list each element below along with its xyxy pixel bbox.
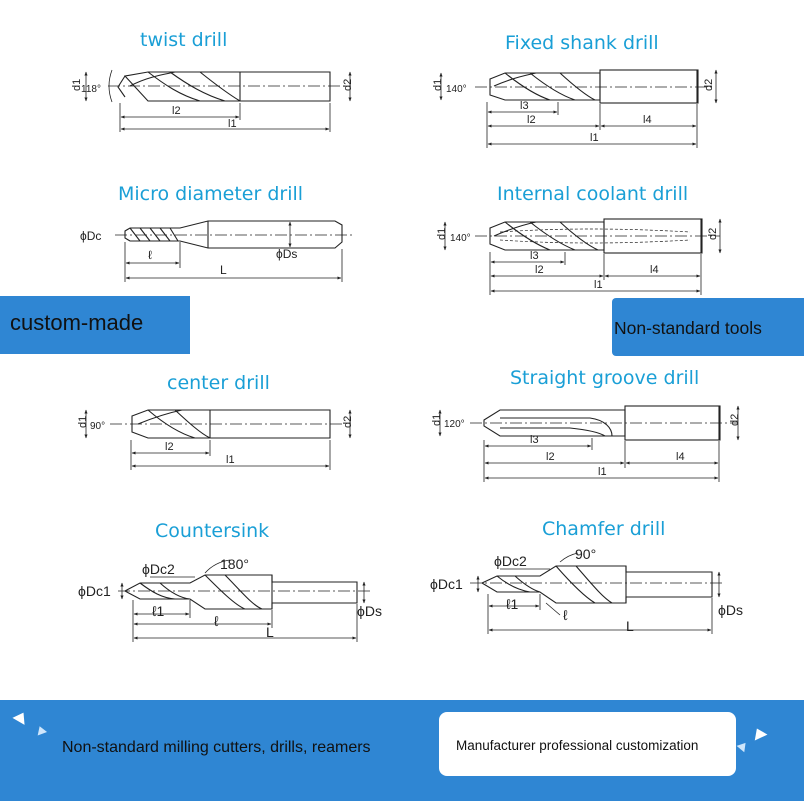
countersink-l-label: ℓ [214, 613, 219, 629]
countersink-dc2-label: ϕDc2 [142, 561, 175, 577]
center-l2-label: l2 [165, 441, 174, 453]
groove-l4-label: l4 [676, 451, 685, 463]
groove-angle-label: 120° [444, 419, 465, 430]
chamfer-dc1-label: ϕDc1 [430, 576, 463, 592]
groove-l2-label: l2 [546, 451, 555, 463]
fixed-d2-label: d2 [703, 79, 715, 91]
chamfer-drill-diagram [470, 552, 725, 634]
groove-l1-label: l1 [598, 466, 607, 478]
fixed-l2-label: l2 [527, 114, 536, 126]
chamfer-angle-label: 90° [575, 546, 596, 562]
internal-coolant-drill-diagram [443, 218, 722, 295]
micro-diameter-drill-title: Micro diameter drill [118, 183, 304, 205]
coolant-l1-label: l1 [594, 279, 603, 291]
groove-d2-label: d2 [729, 414, 741, 426]
chamfer-ds-label: ϕDs [718, 602, 743, 618]
twist-drill-diagram [84, 69, 352, 132]
chamfer-l-label: ℓ [563, 607, 568, 623]
micro-L-label: L [220, 263, 227, 277]
countersink-angle-label: 180° [220, 556, 249, 572]
center-d2-label: d2 [342, 416, 354, 428]
countersink-diagram [118, 559, 370, 642]
center-drill-title: center drill [167, 372, 270, 394]
center-angle-label: 90° [90, 421, 105, 432]
chamfer-L-label: L [626, 618, 634, 634]
footer-card: Manufacturer professional customization [439, 712, 736, 776]
coolant-l3-label: l3 [530, 250, 539, 262]
countersink-L-label: L [266, 624, 274, 640]
chamfer-dc2-label: ϕDc2 [494, 553, 527, 569]
custom-made-label: custom-made [10, 310, 144, 335]
countersink-title: Countersink [155, 520, 270, 542]
drill-drawings: d1 118° d2 l2 l1 d1 140° d2 l3 l2 l4 l1 … [71, 69, 743, 642]
non-standard-tools-banner: Non-standard tools [612, 298, 804, 356]
twist-angle-label: 118° [81, 84, 101, 95]
twist-l1-label: l1 [228, 118, 237, 130]
fixed-shank-drill-title: Fixed shank drill [505, 32, 659, 54]
countersink-l1-label: ℓ1 [152, 603, 165, 619]
twist-d1-label: d1 [71, 79, 83, 91]
footer-card-text: Manufacturer professional customization [456, 738, 699, 753]
fixed-l1-label: l1 [590, 132, 599, 144]
non-standard-tools-label: Non-standard tools [614, 318, 762, 338]
chamfer-l1-label: ℓ1 [506, 596, 519, 612]
groove-l3-label: l3 [530, 434, 539, 446]
straight-groove-drill-diagram [438, 405, 740, 482]
micro-dc-label: ϕDc [80, 229, 101, 243]
chamfer-drill-title: Chamfer drill [542, 518, 666, 540]
twist-l2-label: l2 [172, 105, 181, 117]
micro-l-label: ℓ [148, 248, 152, 262]
groove-d1-label: d1 [431, 414, 443, 426]
coolant-angle-label: 140° [450, 233, 471, 244]
footer-left-text: Non-standard milling cutters, drills, re… [62, 739, 371, 756]
center-l1-label: l1 [226, 454, 235, 466]
fixed-shank-drill-diagram [439, 69, 718, 148]
coolant-l2-label: l2 [535, 264, 544, 276]
fixed-l4-label: l4 [643, 114, 652, 126]
coolant-d1-label: d1 [436, 228, 448, 240]
countersink-ds-label: ϕDs [357, 603, 382, 619]
twist-d2-label: d2 [342, 79, 354, 91]
straight-groove-drill-title: Straight groove drill [510, 367, 700, 389]
custom-made-banner: custom-made [0, 296, 190, 354]
coolant-l4-label: l4 [650, 264, 659, 276]
countersink-dc1-label: ϕDc1 [78, 583, 111, 599]
fixed-d1-label: d1 [432, 79, 444, 91]
micro-ds-label: ϕDs [276, 247, 297, 261]
center-drill-diagram [84, 409, 352, 470]
fixed-l3-label: l3 [520, 100, 529, 112]
coolant-d2-label: d2 [707, 228, 719, 240]
fixed-angle-label: 140° [446, 84, 467, 95]
micro-diameter-drill-diagram [115, 220, 352, 282]
center-d1-label: d1 [77, 416, 89, 428]
twist-drill-title: twist drill [140, 29, 228, 51]
internal-coolant-drill-title: Internal coolant drill [497, 183, 689, 205]
